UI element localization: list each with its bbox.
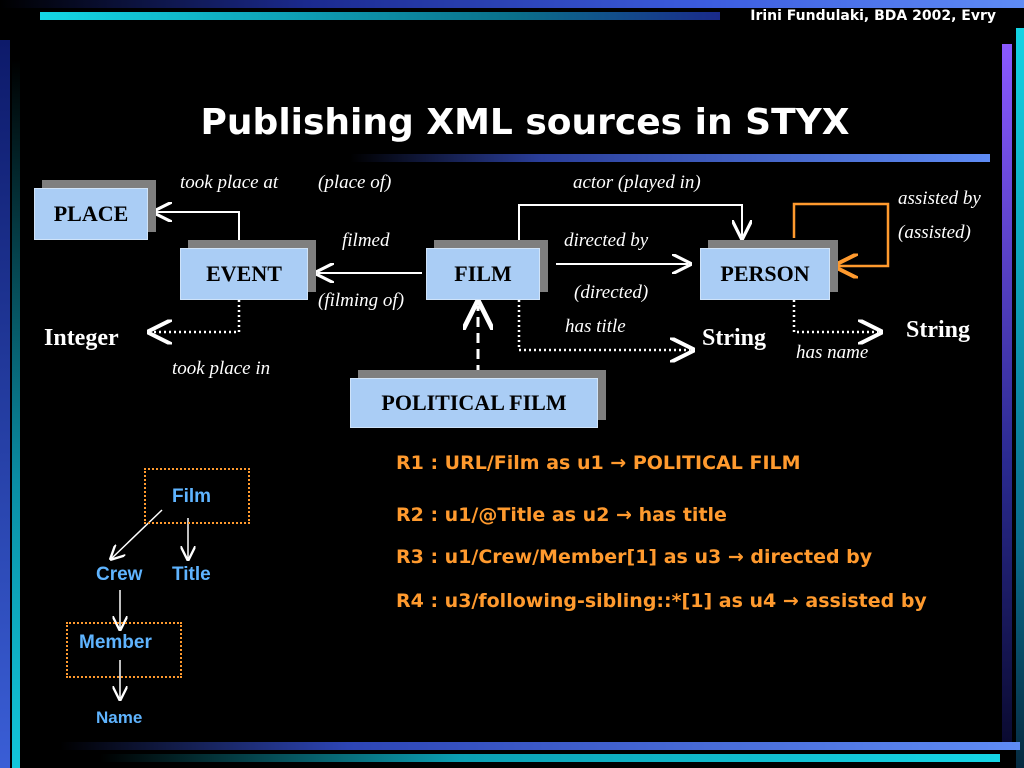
tree-crew: Crew: [96, 564, 143, 585]
bottom-bar-blue: [60, 742, 1020, 750]
label-place-of: (place of): [318, 172, 392, 193]
label-assisted: (assisted): [898, 222, 971, 243]
rule-r4: R4 : u3/following-sibling::*[1] as u4 → …: [396, 590, 927, 612]
top-bar-cyan: [40, 12, 720, 20]
tree-title: Title: [172, 564, 211, 585]
label-has-title: has title: [565, 316, 626, 337]
label-filmed: filmed: [342, 230, 390, 251]
left-bar-blue: [0, 40, 10, 768]
tree-member: Member: [79, 632, 152, 653]
tree-film-box: [144, 468, 250, 524]
node-film: FILM: [426, 248, 540, 300]
rule-r1: R1 : URL/Film as u1 → POLITICAL FILM: [396, 452, 801, 474]
right-bar-cyan: [1016, 28, 1024, 768]
edge-took-place-in: [152, 300, 241, 332]
label-directed-by: directed by: [564, 230, 649, 251]
top-bar-blue: [0, 0, 1024, 8]
label-directed: (directed): [574, 282, 649, 303]
rule-r2: R2 : u1/@Title as u2 → has title: [396, 504, 727, 526]
type-integer: Integer: [44, 325, 119, 351]
label-filming-of: (filming of): [318, 290, 405, 311]
rule-r3: R3 : u1/Crew/Member[1] as u3 → directed …: [396, 546, 873, 568]
edge-assisted-by: [792, 202, 890, 266]
tree-edge-film-crew: [112, 509, 163, 558]
edge-has-name: [792, 300, 878, 332]
slide-title: Publishing XML sources in STYX: [200, 102, 850, 143]
label-assisted-by: assisted by: [898, 188, 981, 209]
tree-name: Name: [96, 708, 143, 727]
label-took-place-at: took place at: [180, 172, 279, 193]
label-has-name: has name: [796, 342, 869, 363]
edge-has-title: [517, 300, 690, 350]
left-bar-cyan: [12, 60, 20, 768]
header-credit: Irini Fundulaki, BDA 2002, Evry: [750, 8, 996, 24]
node-place: PLACE: [34, 188, 148, 240]
bottom-bar-cyan: [100, 754, 1000, 762]
tree-member-box: [66, 622, 182, 678]
edge-took-place-at: [156, 212, 240, 242]
node-person: PERSON: [700, 248, 830, 300]
edge-actor: [518, 204, 742, 240]
type-string-name: String: [906, 317, 971, 343]
tree-film: Film: [172, 486, 212, 507]
node-event: EVENT: [180, 248, 308, 300]
label-actor-played-in: actor (played in): [573, 172, 701, 193]
type-string-title: String: [702, 325, 767, 351]
right-bar-purple: [1002, 44, 1012, 744]
title-underline: [350, 154, 990, 162]
node-political-film: POLITICAL FILM: [350, 378, 598, 428]
label-took-place-in: took place in: [172, 358, 271, 379]
